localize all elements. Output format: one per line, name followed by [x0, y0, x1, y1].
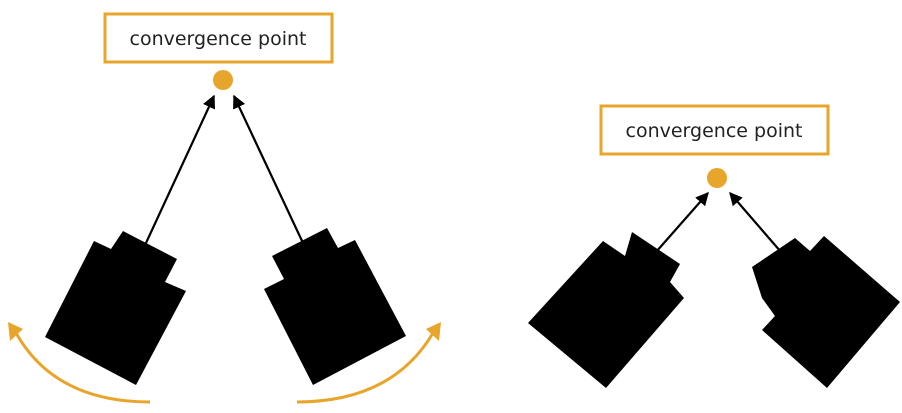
right-camera-sightline-arrow: [729, 192, 782, 253]
right-camera-icon: [752, 236, 900, 388]
left-convergence-point: [213, 70, 233, 90]
left-convergence-label: convergence point: [103, 12, 334, 64]
right-label-box: [599, 104, 830, 156]
left-panel: convergence point: [8, 12, 441, 404]
left-camera-icon: [528, 232, 684, 388]
left-camera-sightline-arrow: [145, 94, 216, 244]
left-camera-icon: [45, 231, 186, 385]
right-convergence-point: [707, 168, 727, 188]
right-convergence-label: convergence point: [599, 104, 830, 156]
rotate-clockwise-arrowhead: [426, 322, 441, 341]
rotate-clockwise-arrow: [296, 332, 435, 404]
left-camera-sightline-arrow: [655, 192, 709, 253]
right-panel: convergence point: [528, 104, 900, 388]
left-label-box: [103, 12, 334, 64]
rotate-counterclockwise-arrow: [14, 332, 151, 404]
right-label-text: convergence point: [626, 120, 803, 142]
left-label-text: convergence point: [130, 28, 307, 50]
right-camera-icon: [264, 228, 406, 385]
rotate-counterclockwise-arrowhead: [8, 322, 23, 341]
right-camera-sightline-arrow: [233, 94, 304, 244]
